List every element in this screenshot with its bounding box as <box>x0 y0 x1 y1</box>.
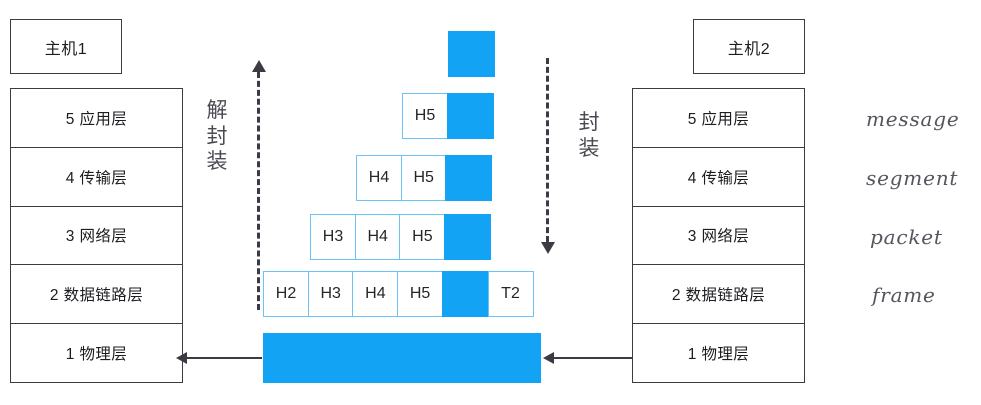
arrow-left-icon-from-right-host <box>543 352 633 364</box>
arrow-up-dashed-icon <box>252 60 266 72</box>
left-host-title-box: 主机1 <box>10 19 122 74</box>
right-layer-1-physical[interactable]: 1 物理层 <box>633 324 804 382</box>
arrow-left-shaft <box>183 357 262 359</box>
pdu-name-message: message <box>866 107 960 131</box>
encapsulation-label: 封装 <box>578 110 600 160</box>
left-layer-2-datalink[interactable]: 2 数据链路层 <box>11 265 182 325</box>
network-pdu-payload <box>445 155 493 201</box>
right-layer-4-label: 4 传输层 <box>687 169 750 187</box>
application-pdu-row <box>448 31 495 77</box>
right-host-title-box: 主机2 <box>693 19 805 74</box>
left-layer-2-label: 2 数据链路层 <box>49 287 144 305</box>
encapsulation-flow-axis <box>541 58 555 254</box>
physical-bitstream-bar <box>263 333 541 383</box>
pdu-name-packet: packet <box>870 225 943 249</box>
right-layer-1-label: 1 物理层 <box>687 346 750 364</box>
arrow-left-head <box>176 352 187 364</box>
left-layer-4-label: 4 传输层 <box>65 169 128 187</box>
arrow-down-dashed-icon <box>541 242 555 254</box>
header-h4: H4 <box>354 214 401 260</box>
decapsulation-flow-axis <box>252 60 266 310</box>
pdu-name-segment: segment <box>866 166 959 190</box>
transport-pdu-payload <box>446 93 494 139</box>
right-host-layer-stack: 5 应用层 4 传输层 3 网络层 2 数据链路层 1 物理层 <box>632 88 805 383</box>
left-layer-1-label: 1 物理层 <box>65 346 128 364</box>
trailer-t2: T2 <box>487 271 534 317</box>
header-h4: H4 <box>352 271 399 317</box>
arrow-left-shaft <box>550 357 633 359</box>
left-layer-1-physical[interactable]: 1 物理层 <box>11 324 182 382</box>
right-layer-3-label: 3 网络层 <box>687 228 750 246</box>
datalink-pdu-row: H3 H4 H5 <box>310 214 492 260</box>
right-layer-2-datalink[interactable]: 2 数据链路层 <box>633 265 804 325</box>
left-layer-5-label: 5 应用层 <box>65 110 128 128</box>
frame-pdu-row: H2 H3 H4 H5 T2 <box>263 271 534 317</box>
left-host-title-label: 主机1 <box>44 40 88 58</box>
right-layer-4-transport[interactable]: 4 传输层 <box>633 148 804 207</box>
left-layer-3-network[interactable]: 3 网络层 <box>11 207 182 266</box>
header-h5: H5 <box>397 271 444 317</box>
right-host-title-label: 主机2 <box>727 40 771 58</box>
header-h4: H4 <box>356 155 402 201</box>
decapsulation-label: 解封装 <box>206 98 228 174</box>
header-h5: H5 <box>399 214 446 260</box>
network-pdu-row: H4 H5 <box>356 155 493 201</box>
encapsulation-dashed-line <box>546 58 549 242</box>
left-layer-4-transport[interactable]: 4 传输层 <box>11 148 182 207</box>
header-h2: H2 <box>263 271 309 317</box>
arrow-left-head <box>543 352 554 364</box>
decapsulation-dashed-line <box>257 72 260 310</box>
header-h3: H3 <box>310 214 356 260</box>
right-layer-3-network[interactable]: 3 网络层 <box>633 207 804 266</box>
right-layer-5-label: 5 应用层 <box>687 110 750 128</box>
arrow-left-icon-to-left-host <box>176 352 262 364</box>
application-pdu-payload <box>448 31 495 77</box>
left-layer-3-label: 3 网络层 <box>65 228 128 246</box>
right-layer-5-application[interactable]: 5 应用层 <box>633 89 804 148</box>
transport-pdu-row: H5 <box>402 93 494 139</box>
pdu-name-frame: frame <box>872 283 936 307</box>
left-host-layer-stack: 5 应用层 4 传输层 3 网络层 2 数据链路层 1 物理层 <box>10 88 183 383</box>
header-h3: H3 <box>307 271 354 317</box>
datalink-pdu-payload <box>444 214 492 260</box>
right-layer-2-label: 2 数据链路层 <box>671 287 766 305</box>
left-layer-5-application[interactable]: 5 应用层 <box>11 89 182 148</box>
header-h5: H5 <box>402 93 448 139</box>
frame-pdu-payload <box>441 271 489 317</box>
header-h5: H5 <box>400 155 447 201</box>
